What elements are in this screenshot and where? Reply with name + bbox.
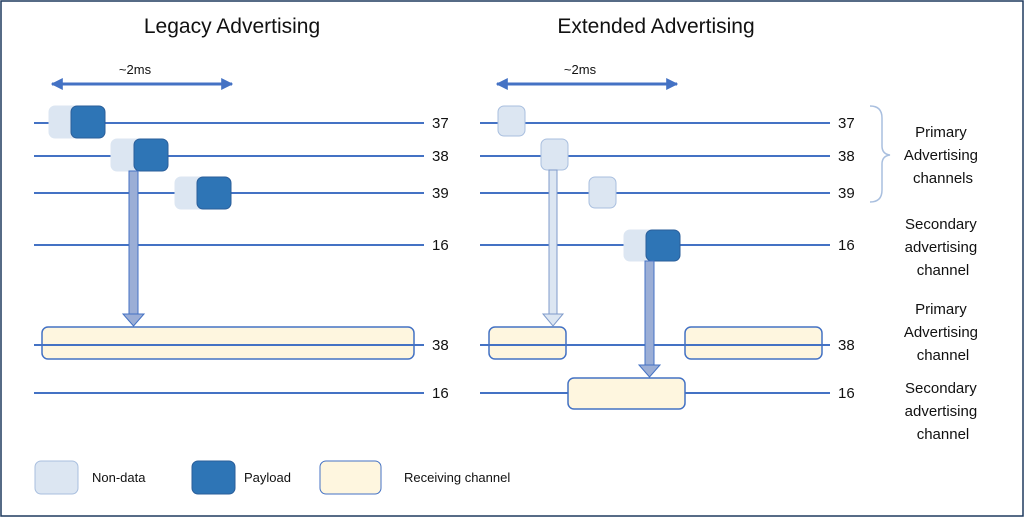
legacy-ch-16: 16 — [432, 237, 449, 254]
legacy-ch-38: 38 — [432, 148, 449, 165]
extended-ch-37: 37 — [838, 115, 855, 132]
extended-ch-39: 39 — [838, 185, 855, 202]
extended-ch-16-rx: 16 — [838, 385, 855, 402]
label-primary-group: Primary Advertising channels — [904, 124, 982, 187]
extended-down-arrow-1-shaft — [548, 169, 558, 316]
legend-receiving-label: Receiving channel — [404, 470, 510, 485]
legacy-receiving-box — [41, 326, 415, 360]
extended-down-arrow-2-head — [637, 364, 662, 378]
legacy-down-arrow-head — [121, 313, 146, 327]
extended-title: Extended Advertising — [557, 15, 754, 38]
legacy-payload-38 — [133, 138, 169, 172]
label-secondary-1: Secondary advertising channel — [905, 216, 982, 279]
extended-receiving-box-1 — [488, 326, 567, 360]
extended-ch-38-rx: 38 — [838, 337, 855, 354]
primary-channels-brace — [869, 105, 891, 203]
legacy-ch-37: 37 — [432, 115, 449, 132]
side-labels: Primary Advertising channels Secondary a… — [904, 124, 982, 443]
legacy-ch-39: 39 — [432, 185, 449, 202]
legend: Non-data Payload Receiving channel — [34, 460, 510, 495]
legend-receiving-swatch — [319, 460, 382, 495]
legacy-payload-37 — [70, 105, 106, 139]
extended-panel: Extended Advertising ~2ms 37 38 39 16 38… — [480, 15, 891, 410]
legacy-panel: Legacy Advertising ~2ms 37 38 39 16 38 1… — [34, 15, 449, 402]
label-primary-single: Primary Advertising channel — [904, 301, 982, 364]
extended-payload-16 — [645, 229, 681, 262]
extended-down-arrow-1-head — [541, 313, 565, 327]
extended-ch-16: 16 — [838, 237, 855, 254]
extended-nondata-39 — [588, 176, 617, 209]
legacy-timing-label: ~2ms — [119, 62, 152, 77]
legacy-payload-39 — [196, 176, 232, 210]
legacy-ch-16-rx: 16 — [432, 385, 449, 402]
extended-down-arrow-2-shaft — [644, 260, 655, 367]
extended-receiving-box-3 — [567, 377, 686, 410]
extended-ch-38: 38 — [838, 148, 855, 165]
extended-timing-label: ~2ms — [564, 62, 597, 77]
legend-payload-swatch — [191, 460, 236, 495]
extended-nondata-37 — [497, 105, 526, 137]
extended-receiving-box-2 — [684, 326, 823, 360]
legend-nondata-swatch — [34, 460, 79, 495]
legacy-down-arrow-shaft — [128, 170, 139, 316]
legend-nondata-label: Non-data — [92, 470, 146, 485]
label-secondary-2: Secondary advertising channel — [905, 380, 982, 443]
legacy-title: Legacy Advertising — [144, 15, 320, 38]
extended-nondata-38 — [540, 138, 569, 171]
legend-payload-label: Payload — [244, 470, 291, 485]
legacy-ch-38-rx: 38 — [432, 337, 449, 354]
